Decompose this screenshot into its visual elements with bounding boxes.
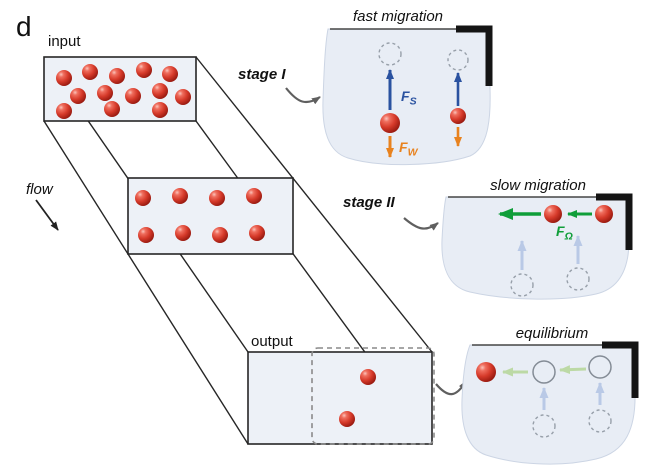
corner-bracket-icon [456, 25, 493, 86]
middle-particles [135, 188, 265, 243]
position-outline-circle [532, 360, 556, 384]
inset-panel [322, 28, 491, 166]
previous-position-dashed-circle [566, 267, 590, 291]
particle [138, 227, 154, 243]
corner-bracket-icon [596, 193, 633, 250]
input-label: input [48, 33, 81, 50]
output-label: output [251, 333, 294, 350]
particle [104, 101, 120, 117]
stage1-label: stage I [238, 66, 286, 83]
particle [152, 102, 168, 118]
inset-title: slow migration [490, 177, 586, 194]
stage2-label: stage II [343, 194, 396, 211]
output-zoom-region-box [311, 347, 435, 445]
rotation-force-label: FΩ [556, 223, 573, 243]
particle [70, 88, 86, 104]
inset-slow-migration: slow migration FΩ [441, 177, 633, 300]
position-outline-circle [588, 355, 612, 379]
particle [175, 89, 191, 105]
particle [125, 88, 141, 104]
particle [109, 68, 125, 84]
channel-edge [43, 120, 249, 445]
particle [56, 70, 72, 86]
pale-rotation-arrow [559, 365, 587, 375]
output-connector-arrow [435, 380, 467, 396]
particle [544, 205, 562, 223]
inset-panel [441, 196, 630, 300]
output-face [247, 351, 433, 445]
previous-position-dashed-circle [532, 414, 556, 438]
inset-title: fast migration [353, 8, 443, 25]
particle [172, 188, 188, 204]
stage1-connector-arrow [285, 87, 321, 105]
particle [209, 190, 225, 206]
middle-cross-section [127, 177, 294, 255]
particle [450, 108, 466, 124]
particle [595, 205, 613, 223]
particle [212, 227, 228, 243]
wall-force-label: FW [399, 139, 419, 159]
input-particles [56, 62, 191, 119]
flow-label: flow [26, 181, 54, 198]
inset-fast-migration: fast migration FS FW [322, 8, 493, 166]
channel [43, 56, 435, 445]
particle [476, 362, 496, 382]
particle [136, 62, 152, 78]
stage2-connector-arrow [403, 217, 439, 231]
particle [152, 83, 168, 99]
particle [56, 103, 72, 119]
particle [246, 188, 262, 204]
particle [135, 190, 151, 206]
particle [162, 66, 178, 82]
previous-position-dashed-circle [588, 409, 612, 433]
corner-bracket-icon [602, 341, 639, 398]
particle [82, 64, 98, 80]
particle [360, 369, 376, 385]
particle [339, 411, 355, 427]
target-position-dashed-circle [378, 42, 402, 66]
output-particles [339, 369, 376, 427]
particle [97, 85, 113, 101]
previous-position-dashed-circle [510, 273, 534, 297]
panel-label: d [16, 11, 32, 42]
flow-arrow [35, 199, 59, 231]
particle [175, 225, 191, 241]
inset-title: equilibrium [516, 325, 589, 342]
particle [249, 225, 265, 241]
particle [380, 113, 400, 133]
lift-force-label: FS [401, 88, 417, 108]
inset-equilibrium: equilibrium [461, 325, 639, 465]
target-position-dashed-circle [447, 49, 469, 71]
channel-edge [195, 56, 433, 353]
